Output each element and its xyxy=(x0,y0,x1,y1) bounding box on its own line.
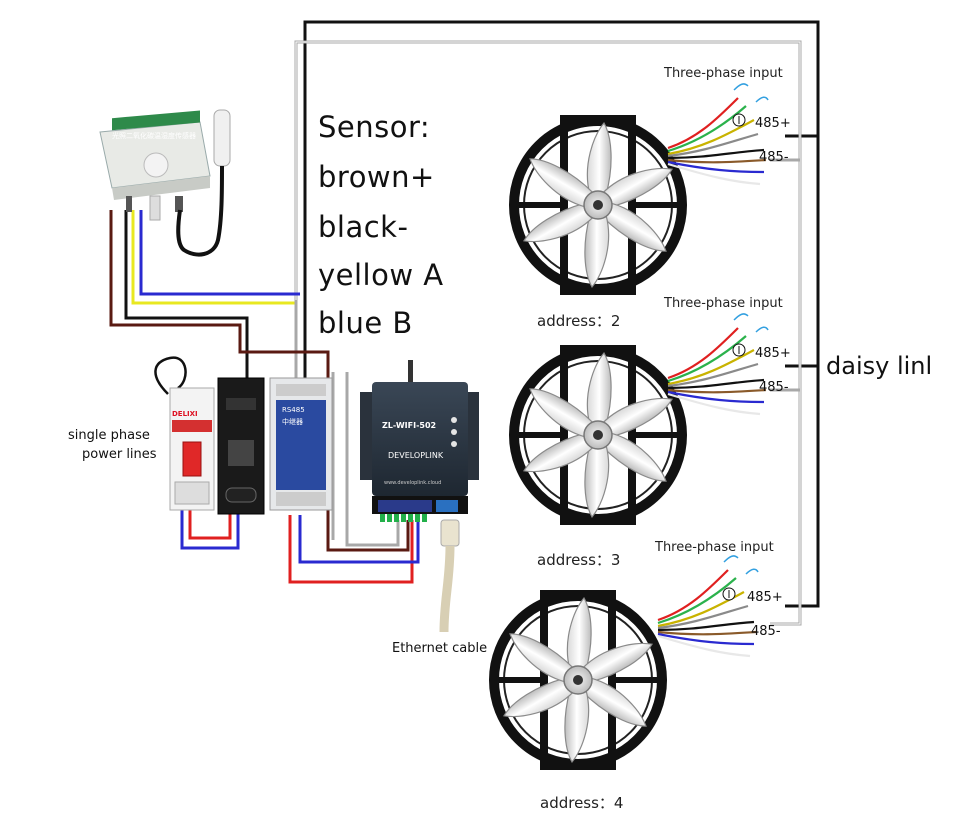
fan-address-3 xyxy=(514,312,770,521)
fan-address-2 xyxy=(514,82,770,291)
sensor-note-brown: brown+ xyxy=(318,160,435,194)
gateway-brand: DEVELOPLINK xyxy=(388,451,444,460)
fan2-485-plus: 485+ xyxy=(755,116,791,131)
wifi-gateway xyxy=(360,360,479,522)
fan2-address: address：2 xyxy=(537,312,621,330)
environment-sensor xyxy=(99,109,231,257)
power-caption-line1: single phase xyxy=(68,428,150,443)
fan3-phase-label: Three-phase input xyxy=(664,296,783,311)
sensor-notes-title: Sensor: xyxy=(318,110,431,144)
gateway-model: ZL-WIFI-502 xyxy=(382,421,436,430)
breaker-brand: DELIXI xyxy=(172,410,198,418)
fan3-485-plus: 485+ xyxy=(755,346,791,361)
gateway-website: www.developlink.cloud xyxy=(384,480,441,486)
rs485-repeater xyxy=(269,377,333,511)
repeater-label-top: RS485 xyxy=(282,406,305,414)
fan2-phase-label: Three-phase input xyxy=(664,66,783,81)
ethernet-label: Ethernet cable xyxy=(392,641,488,656)
fan4-485-minus: 485- xyxy=(751,624,781,639)
fan4-address: address：4 xyxy=(540,794,624,812)
circuit-breaker xyxy=(154,356,215,511)
power-caption-line2: power lines xyxy=(82,447,157,462)
repeater-label-mid: 中继器 xyxy=(282,417,303,426)
sensor-device-label: 光照二氧化碳温湿度传感器 xyxy=(112,131,196,140)
fan-address-4 xyxy=(494,554,760,766)
power-supply xyxy=(217,377,265,515)
sensor-note-blue: blue B xyxy=(318,306,413,340)
fan2-485-minus: 485- xyxy=(759,150,789,165)
fan4-485-plus: 485+ xyxy=(747,590,783,605)
fan3-address: address：3 xyxy=(537,551,621,569)
sensor-note-yellow: yellow A xyxy=(318,258,444,292)
daisy-chain-label: daisy linl xyxy=(826,352,933,380)
ethernet-cable xyxy=(439,519,460,633)
fan3-485-minus: 485- xyxy=(759,380,789,395)
fan4-phase-label: Three-phase input xyxy=(655,540,774,555)
sensor-note-black: black- xyxy=(318,210,409,244)
